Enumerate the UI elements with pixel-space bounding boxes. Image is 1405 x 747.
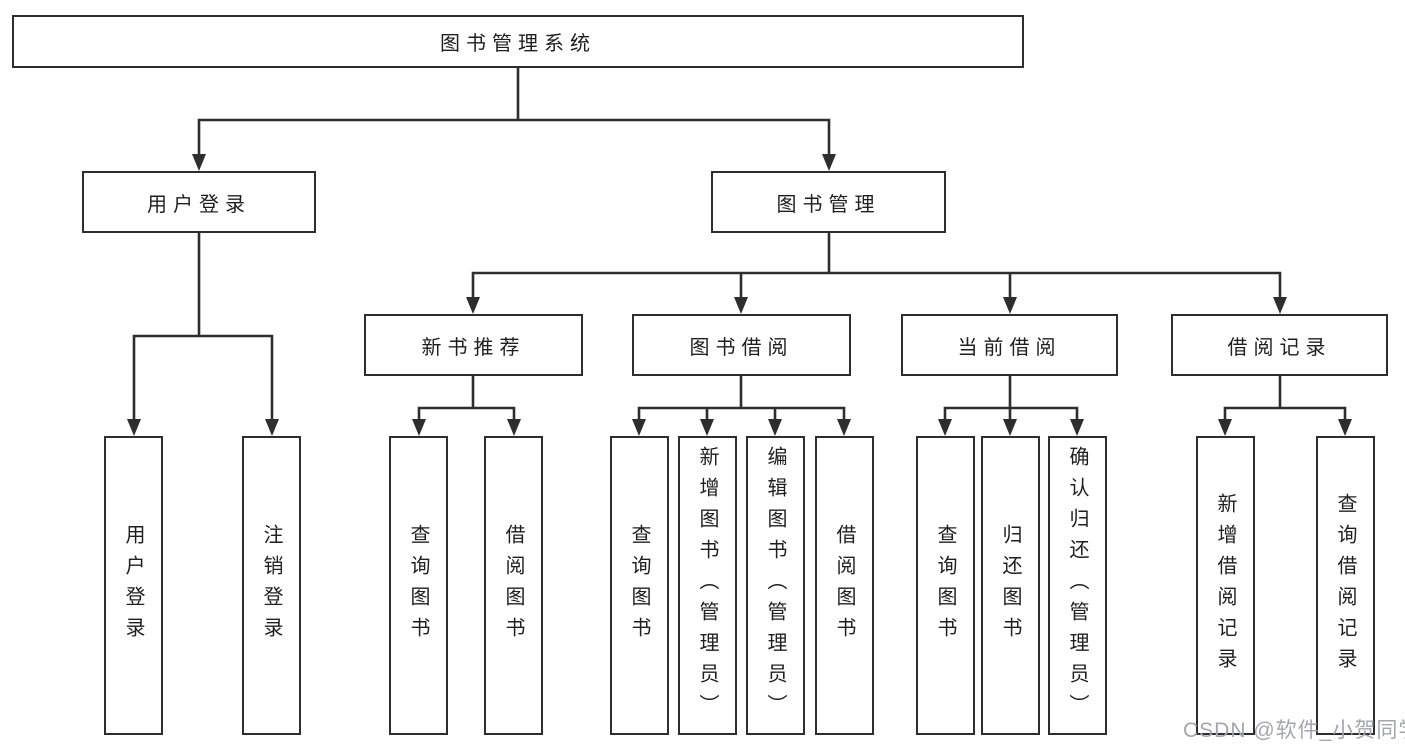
leaf-add-book-admin: 新增图书（管理员）: [678, 436, 737, 735]
leaf-return-book: 归还图书: [981, 436, 1040, 735]
leaf-user-login: 用户登录: [104, 436, 163, 735]
leaf-confirm-return-admin: 确认归还（管理员）: [1048, 436, 1107, 735]
leaf-logout-login: 注销登录: [242, 436, 301, 735]
node-borrow-records: 借阅记录: [1171, 314, 1388, 376]
node-book-borrow: 图书借阅: [632, 314, 851, 376]
leaf-borrow-book-recommend: 借阅图书: [484, 436, 543, 735]
watermark-text: CSDN @软件_小贺同学: [1183, 719, 1405, 742]
node-book-management: 图书管理: [711, 171, 946, 233]
leaf-add-borrow-record: 新增借阅记录: [1196, 436, 1255, 735]
leaf-query-book-current: 查询图书: [916, 436, 975, 735]
node-new-book-recommend: 新书推荐: [364, 314, 583, 376]
leaf-query-book-recommend: 查询图书: [389, 436, 448, 735]
node-user-login: 用户登录: [82, 171, 316, 233]
leaf-edit-book-admin: 编辑图书（管理员）: [746, 436, 805, 735]
node-library-system: 图书管理系统: [12, 15, 1024, 68]
leaf-borrow-book: 借阅图书: [815, 436, 874, 735]
node-current-borrow: 当前借阅: [901, 314, 1118, 376]
leaf-query-borrow-record: 查询借阅记录: [1316, 436, 1375, 735]
leaf-query-book-borrow: 查询图书: [610, 436, 669, 735]
